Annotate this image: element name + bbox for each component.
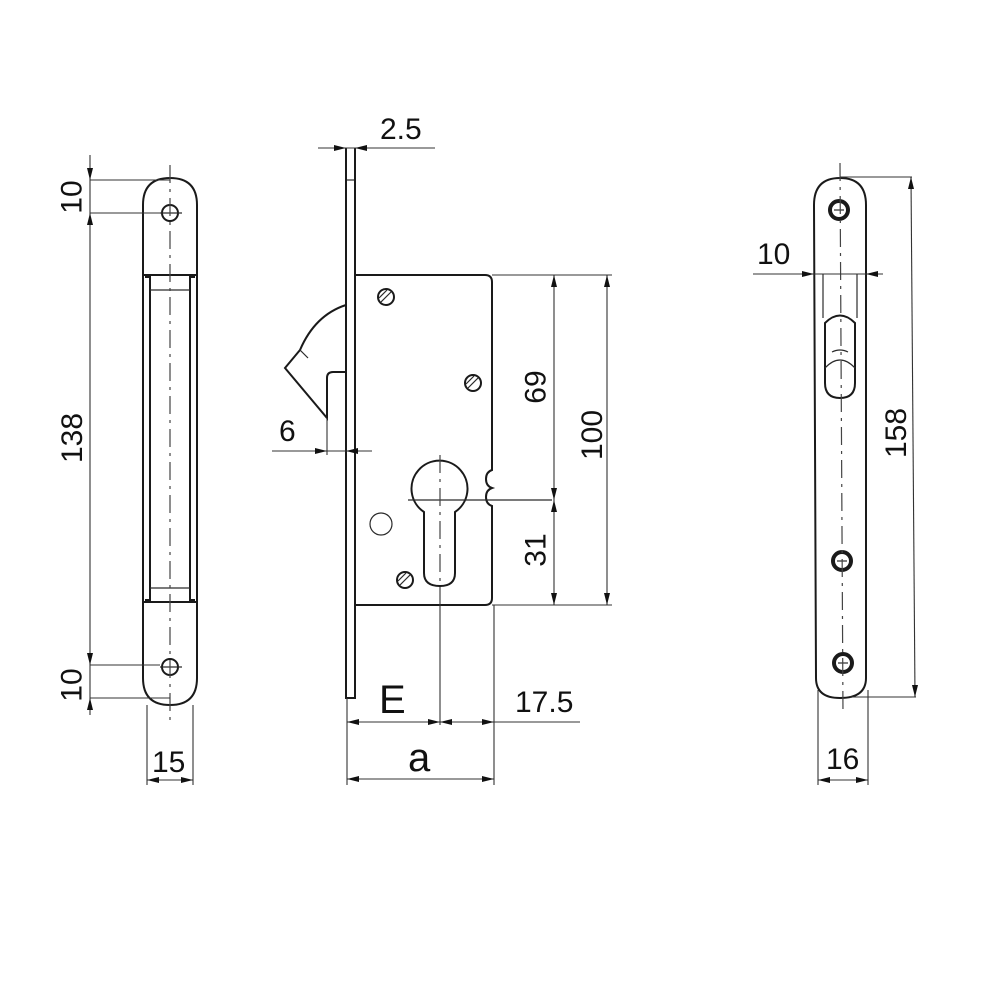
lock-case: [355, 274, 496, 606]
hole-icon: [369, 512, 393, 536]
right-view-dimensions: [753, 176, 918, 785]
right-view-faceplate: [812, 162, 867, 716]
dim-label-right-width: 16: [826, 743, 860, 776]
left-view-faceplate: [142, 165, 198, 720]
cylinder-keyhole-icon: [410, 459, 469, 588]
hook-slot: [824, 314, 856, 400]
dim-label-width: 15: [152, 746, 186, 779]
dim-label-hook-projection: 6: [279, 415, 296, 448]
screw-icon: [377, 288, 395, 306]
dim-label-bottom-offset: 10: [55, 668, 89, 702]
dim-label-plate-length: 158: [880, 407, 914, 459]
left-view-dimensions: [87, 155, 194, 785]
center-view-lock-body: [283, 148, 552, 725]
lock-faceplate: [345, 148, 356, 699]
dim-label-top-offset: 10: [55, 180, 89, 214]
screw-icon: [396, 571, 414, 589]
dim-label-hook-slot-offset: 10: [757, 238, 791, 271]
dim-label-cylinder-to-back: 17.5: [515, 686, 574, 719]
faceplate-outline: [812, 176, 867, 700]
screw-hole-icon: [828, 199, 850, 221]
dim-label-body-height: 100: [576, 409, 610, 461]
dim-label-cylinder-to-bottom: 31: [519, 533, 553, 567]
center-view-dimensions: [272, 145, 612, 785]
screw-icon: [464, 374, 482, 392]
dim-label-body-depth: a: [408, 736, 431, 780]
dim-label-backset: E: [379, 678, 406, 722]
dim-label-hole-spacing: 138: [56, 412, 90, 464]
dim-label-upper-to-cylinder: 69: [519, 370, 553, 404]
hook-bolt: [283, 304, 347, 421]
dim-label-faceplate-thickness: 2.5: [380, 113, 422, 146]
